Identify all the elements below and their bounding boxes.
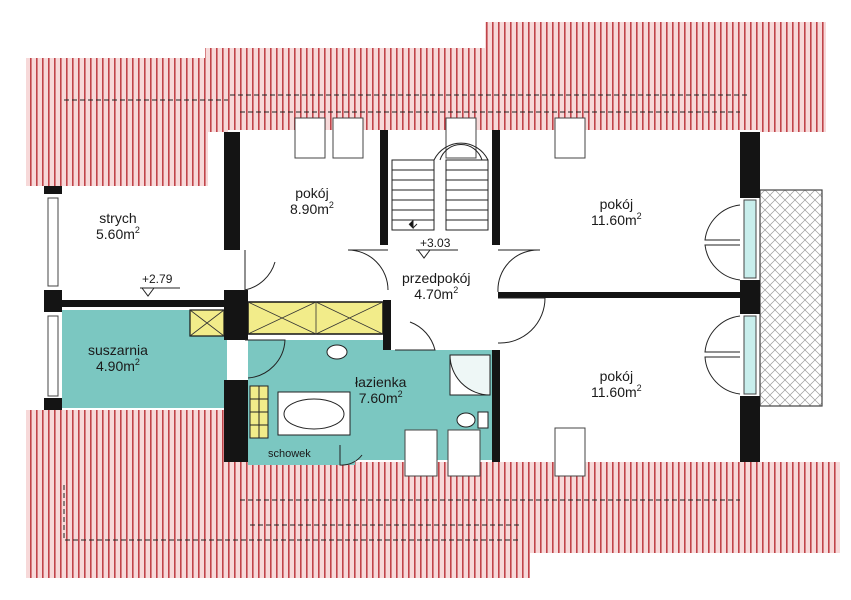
door-balcony-upper-a bbox=[704, 204, 741, 241]
skylight-5 bbox=[404, 429, 438, 477]
room-name: strych bbox=[99, 210, 137, 226]
level-marker-2 bbox=[416, 249, 458, 259]
stair-right-flight bbox=[445, 159, 489, 231]
room-area: 4.90m2 bbox=[95, 357, 140, 375]
shower-curve bbox=[449, 354, 491, 396]
door-schowek bbox=[339, 445, 363, 466]
stair-arrow bbox=[408, 220, 418, 230]
closet-yellow bbox=[247, 301, 384, 335]
room-label-suszarnia: suszarnia 4.90m2 bbox=[88, 342, 148, 374]
door-przedpokoj-right bbox=[497, 249, 541, 293]
wall-left-lower bbox=[44, 398, 62, 410]
room-label-pokoj-2: pokój 11.60m2 bbox=[591, 196, 642, 228]
window-balcony-lower bbox=[743, 315, 757, 395]
door-bath bbox=[395, 321, 436, 351]
stair-winder bbox=[433, 142, 489, 161]
doors bbox=[244, 204, 741, 466]
level-markers bbox=[140, 249, 458, 297]
window-balcony-upper bbox=[743, 199, 757, 279]
room-label-strych: strych 5.60m2 bbox=[96, 210, 140, 242]
wall-left-mid bbox=[44, 290, 62, 312]
room-area: 11.60m2 bbox=[591, 383, 642, 401]
skylight-2 bbox=[332, 117, 364, 159]
skylight-3 bbox=[445, 117, 477, 159]
window-left-lower bbox=[47, 315, 59, 397]
door-pokoj-lower bbox=[497, 297, 546, 344]
roof-areas bbox=[26, 22, 840, 578]
staircase bbox=[391, 142, 489, 231]
skylight-4 bbox=[554, 117, 586, 159]
room-name: pokój bbox=[295, 185, 329, 201]
door-strych bbox=[244, 250, 276, 291]
door-suszarnia bbox=[245, 339, 286, 379]
wall-left-upper bbox=[44, 186, 62, 194]
room-label-schowek: schowek bbox=[268, 448, 311, 460]
room-area: 11.60m2 bbox=[591, 211, 642, 229]
bathtub-basin bbox=[283, 398, 345, 430]
windows bbox=[47, 117, 757, 477]
toilet-tank bbox=[477, 411, 489, 429]
wall-pokoj-left-top bbox=[224, 132, 240, 250]
room-label-lazienka: łazienka 7.60m2 bbox=[355, 374, 406, 406]
door-przedpokoj-left bbox=[347, 249, 389, 291]
bathroom-fixtures bbox=[249, 344, 491, 439]
wall-stair-left bbox=[380, 130, 388, 245]
room-label-przedpokoj: przedpokój 4.70m2 bbox=[402, 270, 471, 302]
closet-left-cross bbox=[189, 309, 225, 337]
heater-grid bbox=[250, 386, 268, 438]
balcony bbox=[759, 189, 823, 407]
wall-mid-horizontal bbox=[498, 292, 760, 298]
room-area: 4.70m2 bbox=[414, 285, 459, 303]
room-label-pokoj-3: pokój 11.60m2 bbox=[591, 368, 642, 400]
skylight-7 bbox=[554, 427, 586, 477]
room-label-pokoj-1: pokój 8.90m2 bbox=[290, 185, 334, 217]
roof-top bbox=[205, 22, 826, 132]
door-balcony-upper-b bbox=[704, 244, 741, 281]
room-area: 7.60m2 bbox=[358, 389, 403, 407]
roof-left-upper bbox=[26, 58, 208, 186]
window-left-upper bbox=[47, 197, 59, 287]
wall-stair-right bbox=[492, 130, 500, 245]
wall-right-top bbox=[740, 132, 760, 198]
room-name: suszarnia bbox=[88, 342, 148, 358]
wall-right-bottom bbox=[740, 396, 760, 462]
floor-schowek bbox=[248, 445, 355, 465]
wall-strych-bottom bbox=[62, 300, 247, 307]
skylight-6 bbox=[447, 429, 481, 477]
wall-stub-a bbox=[224, 290, 248, 340]
room-name: łazienka bbox=[355, 374, 407, 390]
wall-bath-right bbox=[492, 350, 500, 462]
level-label-1: +2.79 bbox=[142, 272, 173, 286]
room-area: 5.60m2 bbox=[96, 225, 140, 243]
roof-left-lower bbox=[26, 410, 226, 578]
wall-right-mid bbox=[740, 280, 760, 314]
floor-strych bbox=[62, 186, 222, 304]
stair-left-flight bbox=[391, 159, 435, 231]
room-name: pokój bbox=[599, 368, 634, 384]
level-label-2: +3.03 bbox=[420, 236, 451, 250]
room-name: pokój bbox=[599, 196, 634, 212]
door-balcony-lower-b bbox=[704, 356, 741, 395]
room-area: 8.90m2 bbox=[290, 200, 334, 218]
floor-pokoj-1 bbox=[240, 130, 388, 305]
roof-dashed-outline-bottom bbox=[63, 485, 740, 541]
level-marker-1 bbox=[140, 287, 180, 297]
door-balcony-lower-a bbox=[704, 315, 741, 353]
wall-bath-top bbox=[383, 300, 391, 350]
wall-bath-left bbox=[224, 380, 248, 462]
walls bbox=[44, 130, 760, 462]
roof-dashed-outline-top bbox=[64, 94, 750, 113]
toilet bbox=[456, 412, 476, 428]
roof-bottom bbox=[205, 462, 840, 578]
skylight-1 bbox=[294, 117, 326, 159]
room-name: przedpokój bbox=[402, 270, 471, 286]
closet-divisions bbox=[247, 301, 384, 335]
sink bbox=[326, 344, 348, 360]
